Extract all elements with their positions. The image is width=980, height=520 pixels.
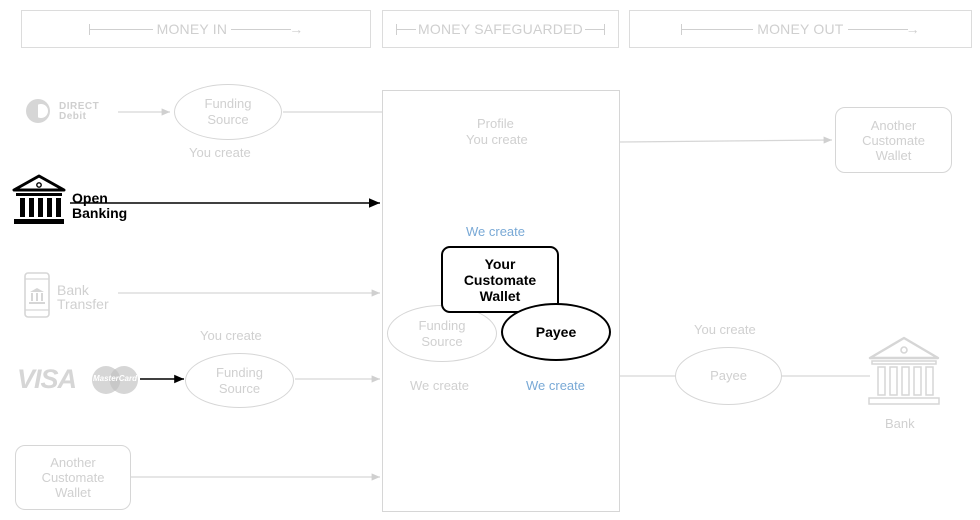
- we-create-payee-label: We create: [526, 378, 586, 393]
- open-banking-line1: Open: [72, 190, 108, 206]
- funding-source-ellipse-card: Funding Source: [185, 353, 294, 408]
- payee-out-label: Payee: [710, 368, 747, 383]
- profile-you-create-label: You create: [466, 132, 528, 147]
- mastercard-logo: MasterCard: [90, 365, 140, 395]
- we-create-funding-label: We create: [410, 378, 470, 393]
- payee-label: Payee: [535, 324, 577, 340]
- profile-label: Profile: [477, 116, 514, 131]
- header-line-right: [584, 23, 605, 35]
- another-wallet-line3: Wallet: [875, 147, 912, 163]
- another-wallet-in-box: Another Customate Wallet: [15, 445, 131, 510]
- your-wallet-box: Your Customate Wallet: [441, 246, 559, 313]
- bank-label: Bank: [885, 416, 915, 431]
- header-line-left: [88, 23, 153, 35]
- you-create-card-label: You create: [200, 328, 262, 343]
- funding-source-ellipse-top: Funding Source: [174, 84, 282, 140]
- payee-ellipse-out: Payee: [675, 347, 782, 405]
- mastercard-text: MasterCard: [92, 374, 137, 383]
- funding-source-line1: Funding: [418, 317, 466, 333]
- visa-logo: VISA: [17, 364, 77, 394]
- funding-source-line2: Source: [218, 380, 261, 396]
- bank-building-icon: [866, 336, 942, 408]
- your-wallet-line2: Customate: [463, 271, 537, 288]
- funding-source-line2: Source: [421, 333, 463, 349]
- bank-transfer-line2: Transfer: [57, 296, 109, 312]
- header-line-right: [231, 28, 292, 30]
- funding-source-line1: Funding: [216, 364, 263, 380]
- header-line-right: [847, 28, 908, 30]
- payee-ellipse-highlighted: Payee: [501, 303, 611, 361]
- you-create-payee-label: You create: [694, 322, 756, 337]
- funding-source-line2: Source: [207, 112, 249, 127]
- bank-transfer-line1: Bank: [57, 282, 89, 298]
- another-wallet-line1: Another: [870, 117, 917, 133]
- direct-debit-icon: [26, 99, 50, 123]
- money-safeguarded-label: MONEY SAFEGUARDED: [418, 21, 583, 37]
- money-in-label: MONEY IN: [156, 21, 228, 37]
- another-wallet-line1: Another: [50, 455, 96, 470]
- phone-bank-icon: [23, 272, 51, 318]
- your-wallet-line1: Your: [484, 255, 516, 272]
- header-line-left: [396, 23, 417, 35]
- funding-source-line1: Funding: [204, 96, 252, 111]
- direct-debit-logo: DIRECT Debit: [23, 98, 113, 126]
- your-wallet-line3: Wallet: [479, 287, 521, 304]
- arrow-right-icon: →: [905, 21, 920, 37]
- arrow-box-wallet-out: [619, 136, 833, 144]
- another-wallet-line3: Wallet: [55, 485, 91, 500]
- we-create-wallet-label: We create: [466, 224, 526, 239]
- another-wallet-out-box: Another Customate Wallet: [835, 107, 952, 173]
- safeguarded-container: [382, 90, 620, 512]
- money-out-header: MONEY OUT →: [629, 10, 972, 48]
- header-line-left: [681, 23, 754, 35]
- another-wallet-line2: Customate: [41, 470, 105, 485]
- direct-debit-text: DIRECT Debit: [59, 101, 100, 122]
- money-in-header: MONEY IN →: [21, 10, 371, 48]
- bank-building-icon: [12, 174, 66, 226]
- you-create-label: You create: [189, 145, 251, 160]
- arrow-right-icon: →: [289, 21, 304, 37]
- money-out-label: MONEY OUT: [757, 21, 844, 37]
- funding-source-ellipse-safeguarded: Funding Source: [387, 305, 497, 362]
- another-wallet-line2: Customate: [862, 132, 925, 148]
- money-safeguarded-header: MONEY SAFEGUARDED: [382, 10, 619, 48]
- open-banking-line2: Banking: [72, 205, 128, 221]
